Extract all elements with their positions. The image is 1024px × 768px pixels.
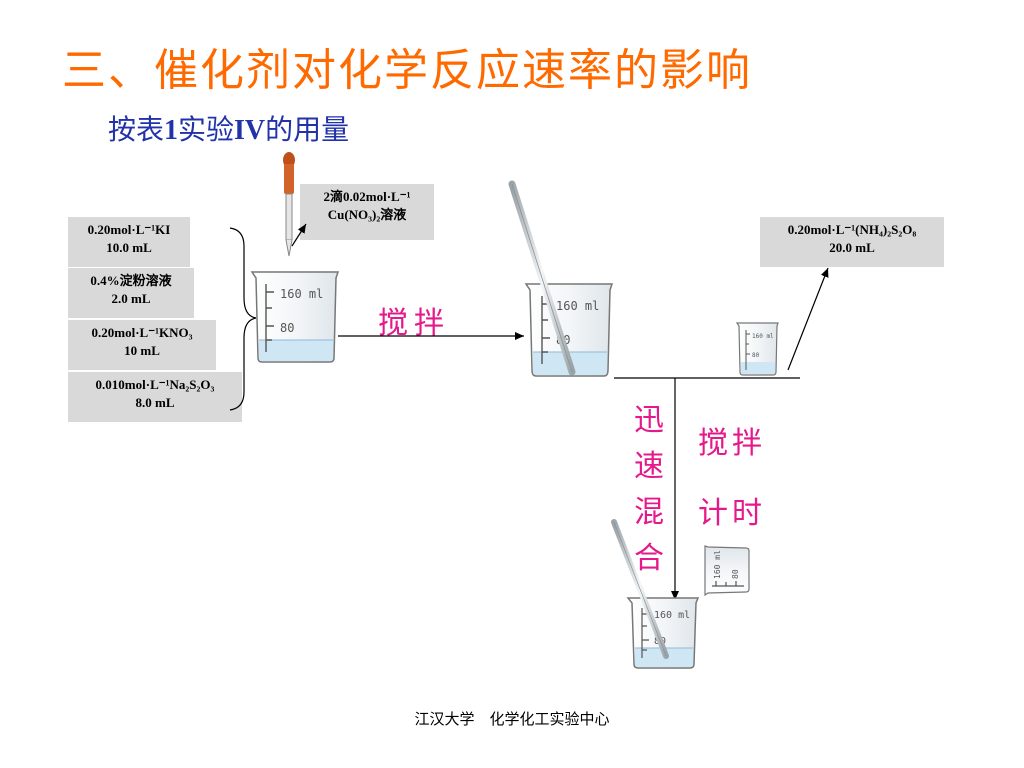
svg-text:80: 80 — [280, 321, 294, 335]
small-beaker: 160 ml 80 — [735, 322, 779, 376]
svg-text:160 ml: 160 ml — [556, 299, 599, 313]
catalyst-amount: 2滴0.02mol·L⁻¹ — [323, 189, 411, 204]
reagent-starch-name: 0.4%淀粉溶液 — [90, 273, 172, 288]
catalyst-name: Cu(NO₃)₂溶液 — [327, 207, 407, 222]
reagent-brace — [229, 227, 257, 411]
rapid-mix-label: 迅 速 混 合 — [634, 403, 664, 576]
oxidant-concentration: 0.20mol·L⁻¹(NH₄)₂S₂O₈ — [787, 222, 917, 237]
footer: 江汉大学 化学化工实验中心 — [414, 710, 610, 728]
stir-label-2: 搅拌 — [698, 426, 766, 461]
page-subtitle: 按表1实验IV的用量 — [108, 113, 350, 146]
reagent-ki-box: 0.20mol·L⁻¹KI 10.0 mL — [68, 217, 190, 267]
page-title: 三、催化剂对化学反应速率的影响 — [62, 45, 752, 96]
dropper — [283, 152, 295, 257]
beaker-3: 160 ml 80 — [626, 597, 700, 669]
reagent-kno3-box: 0.20mol·L⁻¹KNO₃ 10 mL — [68, 320, 216, 370]
oxidant-box: 0.20mol·L⁻¹(NH₄)₂S₂O₈ 20.0 mL — [760, 217, 944, 267]
reagent-ki-concentration: 0.20mol·L⁻¹KI — [87, 222, 171, 237]
svg-text:80: 80 — [752, 352, 760, 359]
svg-text:160 ml: 160 ml — [752, 333, 774, 340]
catalyst-box: 2滴0.02mol·L⁻¹ Cu(NO₃)₂溶液 — [300, 184, 434, 240]
beaker-1: 160 ml 80 — [250, 271, 340, 363]
beaker-2: 160 ml 80 — [524, 283, 614, 377]
oxidant-volume: 20.0 mL — [829, 240, 875, 255]
reagent-ki-volume: 10.0 mL — [106, 240, 152, 255]
reagent-kno3-volume: 10 mL — [124, 343, 160, 358]
svg-text:160 ml: 160 ml — [713, 550, 722, 579]
timing-label: 计时 — [698, 496, 766, 531]
reagent-na2s2o3-concentration: 0.010mol·L⁻¹Na₂S₂O₃ — [95, 377, 215, 392]
reagent-starch-box: 0.4%淀粉溶液 2.0 mL — [68, 268, 194, 318]
svg-text:80: 80 — [731, 569, 740, 579]
svg-text:160 ml: 160 ml — [654, 610, 690, 621]
tilted-beaker: 160 ml 80 — [704, 545, 750, 597]
reagent-na2s2o3-box: 0.010mol·L⁻¹Na₂S₂O₃ 8.0 mL — [68, 372, 242, 422]
reagent-starch-volume: 2.0 mL — [111, 291, 151, 306]
reagent-kno3-concentration: 0.20mol·L⁻¹KNO₃ — [91, 325, 193, 340]
svg-text:160 ml: 160 ml — [280, 287, 323, 301]
reagent-na2s2o3-volume: 8.0 mL — [135, 395, 175, 410]
stir-label: 搅拌 — [378, 306, 450, 341]
